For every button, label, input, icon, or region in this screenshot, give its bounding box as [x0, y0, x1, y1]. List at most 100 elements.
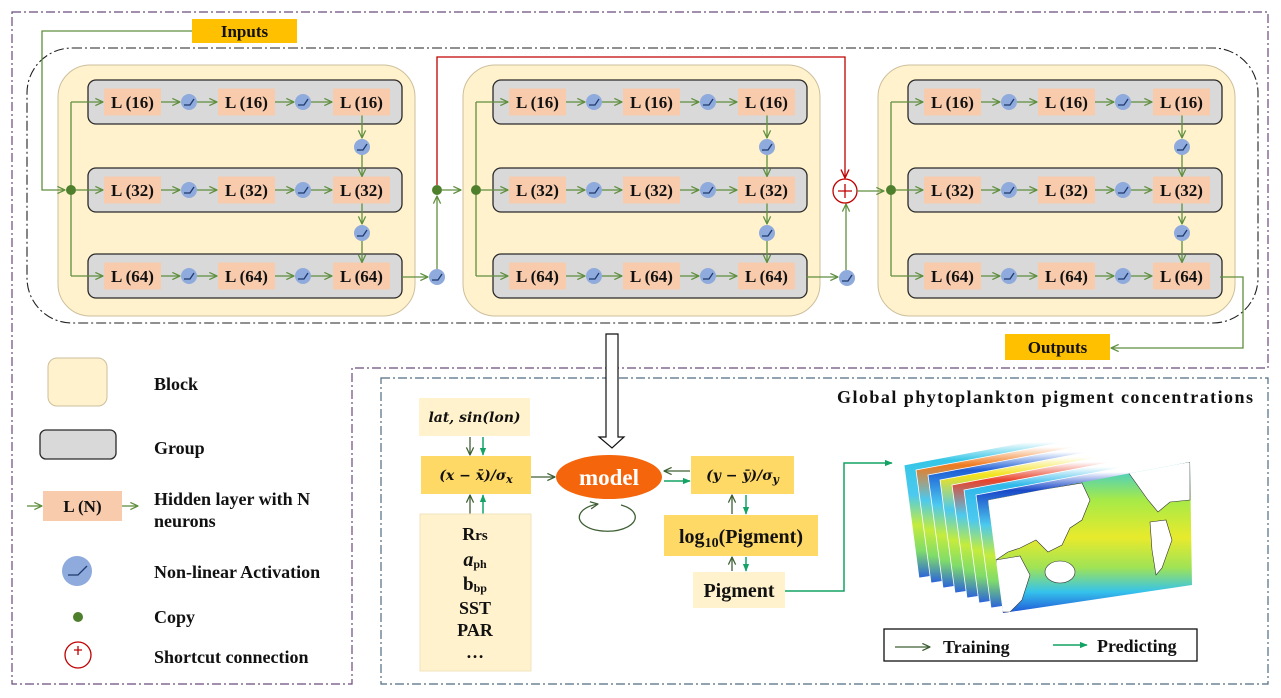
- hidden-layer: [623, 262, 680, 290]
- residual-network: L (16)L (16)L (16)L (32)L (32)L (32)L (6…: [57, 64, 1236, 317]
- hidden-layer: [738, 176, 795, 204]
- activation-circle: [429, 269, 445, 285]
- hidden-layer: [509, 176, 566, 204]
- activation-ramp: [589, 98, 600, 106]
- activation-circle: [700, 182, 716, 198]
- block-3: L (16)L (16)L (16)L (32)L (32)L (32)L (6…: [877, 64, 1236, 317]
- normalize-y-formula: (y − ȳ)/σy: [706, 468, 780, 486]
- model-node: model: [556, 455, 662, 499]
- hidden-layer: [509, 262, 566, 290]
- formula-subscript: x: [505, 473, 513, 486]
- activation-icon: [1174, 225, 1190, 241]
- formula-main: (y − ȳ)/σ: [706, 468, 773, 484]
- formula-main: log: [679, 526, 705, 548]
- hidden-layer: [1038, 88, 1095, 116]
- activation-icon: [700, 182, 716, 198]
- hidden-layer-label: L (32): [745, 181, 788, 200]
- continent-shape: [988, 482, 1091, 561]
- geo-inputs-label: lat, sin(lon): [428, 410, 520, 426]
- hidden-layer: [218, 262, 275, 290]
- activation-icon: [1115, 182, 1131, 198]
- feature-item: PAR: [457, 620, 494, 640]
- group-2: L (32)L (32)L (32): [492, 167, 808, 213]
- hidden-layer-label: L (64): [340, 267, 383, 286]
- activation-circle: [181, 268, 197, 284]
- hidden-layer: [924, 88, 981, 116]
- hidden-layer: [738, 88, 795, 116]
- feature-item: aph: [463, 549, 487, 571]
- hidden-layer-label: L (16): [340, 93, 383, 112]
- shortcut-connection-line: [436, 56, 845, 185]
- copy-dot: [471, 185, 481, 195]
- legend-label: Block: [154, 374, 198, 394]
- pigment-node: Pigment: [693, 572, 785, 608]
- activation-circle: [354, 225, 370, 241]
- activation-icon: [295, 268, 311, 284]
- hidden-layer-label: L (64): [111, 267, 154, 286]
- formula-main: (x − x̄)/σ: [439, 468, 507, 484]
- activation-ramp: [1118, 272, 1129, 280]
- plus-icon: [74, 646, 82, 655]
- group-1: L (16)L (16)L (16): [87, 79, 403, 125]
- network-section-frame: [11, 11, 1269, 685]
- formula-subscript: 10: [705, 536, 719, 551]
- hidden-layer-label: L (64): [630, 267, 673, 286]
- activation-circle: [295, 182, 311, 198]
- activation-ramp: [703, 186, 714, 194]
- activation-icon: [181, 182, 197, 198]
- activation-icon: [1001, 268, 1017, 284]
- activation-icon: [759, 225, 775, 241]
- feature-suffix: rs: [475, 528, 488, 544]
- group-3: L (64)L (64)L (64): [907, 253, 1223, 299]
- training-loop-icon: [578, 504, 636, 532]
- activation-circle: [1001, 94, 1017, 110]
- activation-ramp: [184, 186, 195, 194]
- input-features-box: [419, 513, 532, 672]
- hidden-layer-label: L (16): [1160, 93, 1203, 112]
- copy-dot-icon: [73, 612, 83, 622]
- normalize-x-box: [421, 456, 531, 494]
- activation-ramp: [1004, 272, 1015, 280]
- map-title: Global phytoplankton pigment concentrati…: [837, 387, 1253, 407]
- hidden-layer: [218, 176, 275, 204]
- activation-ramp: [184, 272, 195, 280]
- block-2: L (16)L (16)L (16)L (32)L (32)L (32)L (6…: [462, 64, 821, 317]
- activation-icon: [586, 268, 602, 284]
- copy-dot: [432, 185, 442, 195]
- activation-ramp: [1118, 186, 1129, 194]
- activation-icon: [700, 268, 716, 284]
- outputs-node: Outputs: [1005, 334, 1110, 360]
- activation-circle: [295, 268, 311, 284]
- activation-icon: [839, 270, 855, 286]
- log-pigment-box: [664, 515, 818, 556]
- hidden-layer: [333, 88, 390, 116]
- formula-subscript: y: [772, 473, 781, 486]
- model-ellipse: [556, 455, 662, 499]
- activation-ramp: [432, 273, 443, 281]
- activation-circle: [1115, 268, 1131, 284]
- activation-ramp: [842, 274, 853, 282]
- activation-circle: [1001, 268, 1017, 284]
- hidden-layer-label: L (16): [225, 93, 268, 112]
- activation-circle: [759, 139, 775, 155]
- activation-icon: [62, 556, 92, 586]
- block-swatch: [47, 357, 108, 407]
- workflow-section-frame: [380, 377, 1269, 685]
- input-features-node: Rrs aph bbp SST PAR …: [419, 513, 532, 672]
- feature-base: R: [462, 524, 476, 544]
- outputs-label: Outputs: [1028, 338, 1088, 357]
- activation-ramp: [298, 272, 309, 280]
- group-1: L (16)L (16)L (16): [907, 79, 1223, 125]
- hidden-layer: [509, 88, 566, 116]
- activation-icon: [1115, 94, 1131, 110]
- legend-label: Group: [154, 438, 205, 458]
- continent-shape: [1044, 560, 1076, 584]
- outputs-connector: [1111, 276, 1244, 348]
- activation-circle: [181, 182, 197, 198]
- hidden-layer-label: L (32): [931, 181, 974, 200]
- hidden-layer-label: L (32): [1045, 181, 1088, 200]
- network-to-model-arrow: [597, 333, 626, 449]
- hidden-layer-label: L (64): [931, 267, 974, 286]
- hidden-layer-label: L (16): [630, 93, 673, 112]
